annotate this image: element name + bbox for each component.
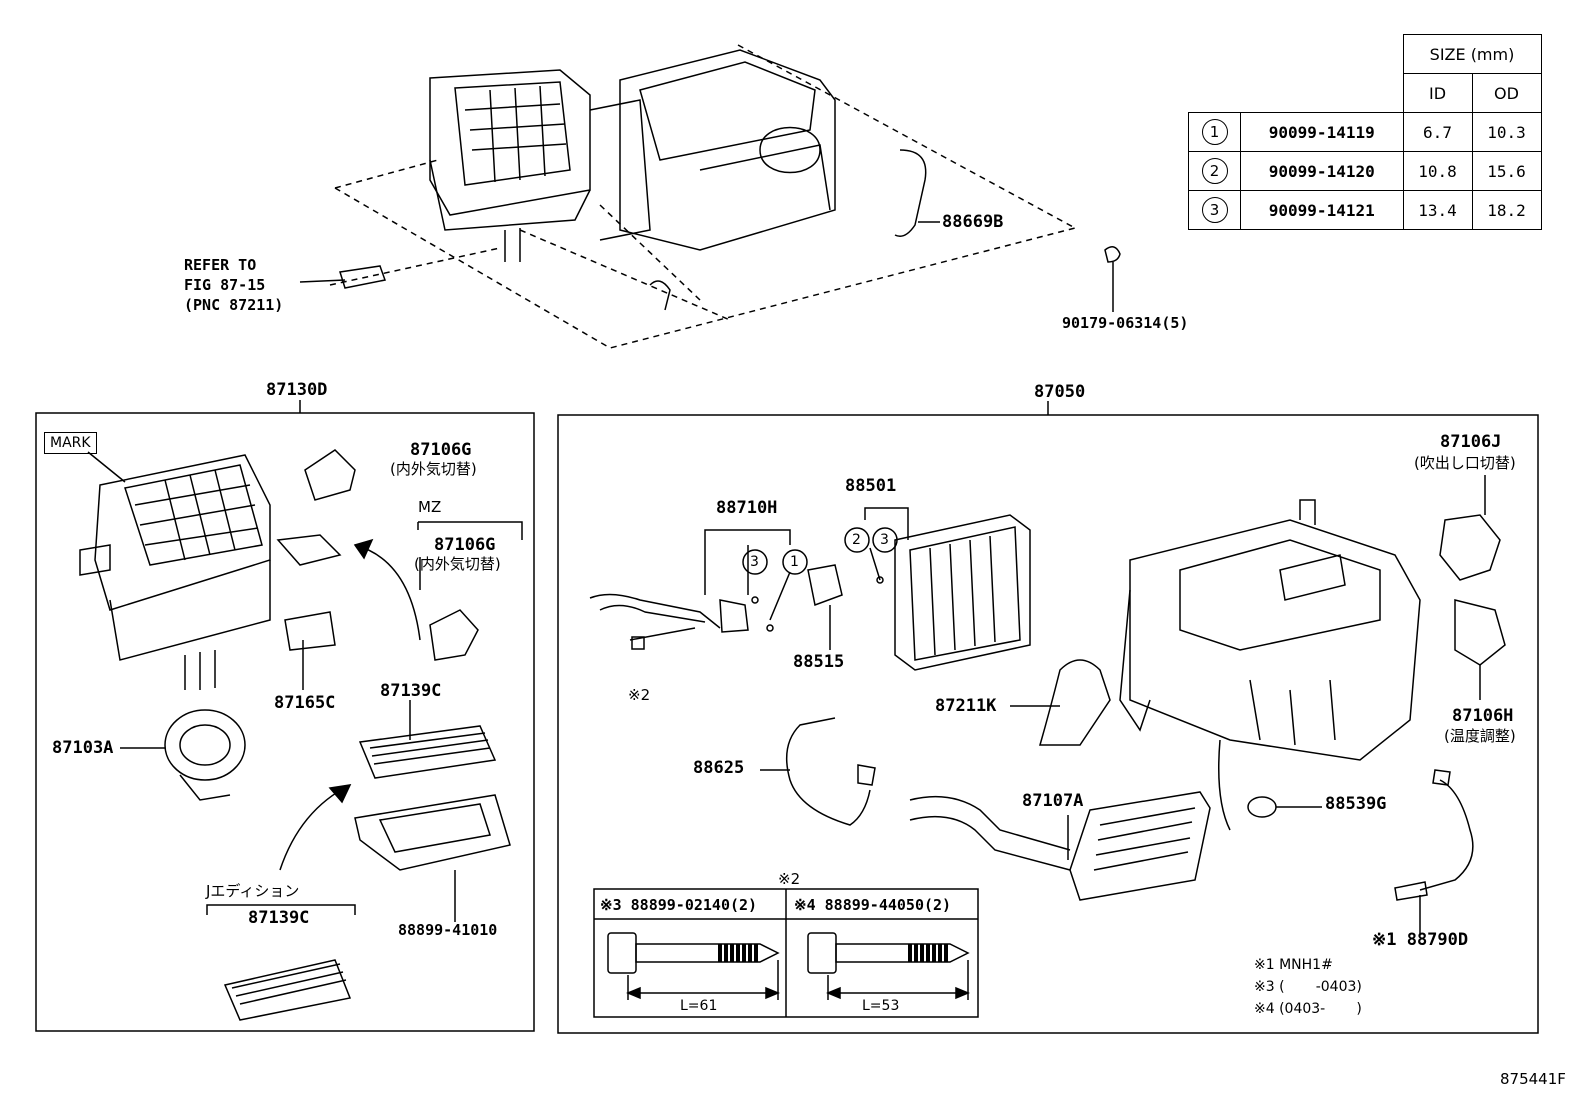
row-mark: 3 bbox=[1201, 197, 1228, 223]
table-row: 2 90099-14120 10.8 15.6 bbox=[1188, 151, 1542, 191]
row-id: 10.8 bbox=[1402, 151, 1473, 191]
circle-mark-1: 1 bbox=[790, 554, 799, 570]
part-90179-06314: 90179-06314(5) bbox=[1062, 314, 1189, 332]
left-panel-title: 87130D bbox=[266, 380, 328, 400]
left-blower-case bbox=[79, 451, 342, 690]
top-assembly-outline bbox=[329, 44, 1076, 349]
circle-mark-3b: 3 bbox=[880, 532, 889, 548]
part-87103A: 87103A bbox=[52, 738, 114, 758]
refer-line-3: (PNC 87211) bbox=[184, 296, 284, 314]
part-88625: 88625 bbox=[693, 758, 745, 778]
note-1: ※1 MNH1# bbox=[1254, 957, 1333, 973]
part-87106H-sub: (温度調整) bbox=[1444, 727, 1516, 745]
row-mark: 2 bbox=[1201, 158, 1228, 184]
mz-label: MZ bbox=[418, 498, 442, 516]
part-88539G: 88539G bbox=[1325, 794, 1387, 814]
size-table: SIZE (mm) ID OD 1 90099-14119 6.7 10.3 2… bbox=[1188, 34, 1542, 230]
part-88501: 88501 bbox=[845, 476, 897, 496]
row-part: 90099-14121 bbox=[1240, 190, 1404, 230]
circle-mark-2: 2 bbox=[852, 532, 861, 548]
bolt-2-length: L=53 bbox=[862, 998, 900, 1014]
top-hvac-unit bbox=[339, 49, 1121, 311]
bolt-1-length: L=61 bbox=[680, 998, 718, 1014]
row-od: 18.2 bbox=[1471, 190, 1542, 230]
row-mark: 1 bbox=[1201, 119, 1228, 145]
bolt-1-label: ※3 88899-02140(2) bbox=[600, 896, 758, 914]
part-87106H: 87106H bbox=[1452, 706, 1514, 726]
figure-id: 875441F bbox=[1500, 1070, 1566, 1088]
table-row: 3 90099-14121 13.4 18.2 bbox=[1188, 190, 1542, 230]
right-components bbox=[589, 475, 1506, 935]
part-88710H: 88710H bbox=[716, 498, 778, 518]
part-88790D: ※1 88790D bbox=[1372, 930, 1469, 950]
part-87139C-a: 87139C bbox=[380, 681, 442, 701]
part-88669B: 88669B bbox=[942, 212, 1004, 232]
refer-line-2: FIG 87-15 bbox=[184, 276, 266, 294]
row-od: 15.6 bbox=[1471, 151, 1542, 191]
col-od: OD bbox=[1471, 73, 1542, 113]
part-87211K: 87211K bbox=[935, 696, 997, 716]
part-87106J: 87106J bbox=[1440, 432, 1502, 452]
left-components bbox=[120, 449, 523, 1021]
refer-line-1: REFER TO bbox=[184, 256, 257, 274]
mark-label: MARK bbox=[44, 432, 97, 454]
row-id: 13.4 bbox=[1402, 190, 1473, 230]
part-88515: 88515 bbox=[793, 652, 845, 672]
part-87139C-b: 87139C bbox=[248, 908, 310, 928]
left-panel-frame bbox=[35, 412, 535, 1032]
top-leaders bbox=[299, 221, 1114, 312]
j-edition-label: Jエディション bbox=[206, 882, 300, 900]
bolt-2-label: ※4 88899-44050(2) bbox=[794, 896, 952, 914]
part-88899-41010: 88899-41010 bbox=[398, 921, 498, 939]
circle-mark-rings bbox=[742, 527, 898, 632]
note-2-marker: ※2 bbox=[628, 686, 651, 704]
note-4: ※4 (0403- ) bbox=[1254, 1001, 1362, 1017]
part-87106G-b-sub: (内外気切替) bbox=[414, 555, 501, 573]
row-part: 90099-14119 bbox=[1240, 112, 1404, 152]
row-od: 10.3 bbox=[1471, 112, 1542, 152]
right-panel-title: 87050 bbox=[1034, 382, 1086, 402]
note-3: ※3 ( -0403) bbox=[1254, 979, 1362, 995]
part-87106G-b: 87106G bbox=[434, 535, 496, 555]
size-header: SIZE (mm) bbox=[1402, 34, 1542, 74]
row-part: 90099-14120 bbox=[1240, 151, 1404, 191]
row-id: 6.7 bbox=[1402, 112, 1473, 152]
table-row: 1 90099-14119 6.7 10.3 bbox=[1188, 112, 1542, 152]
col-id: ID bbox=[1402, 73, 1473, 113]
part-87107A: 87107A bbox=[1022, 791, 1084, 811]
bolt-box-header: ※2 bbox=[778, 870, 801, 888]
part-87165C: 87165C bbox=[274, 693, 336, 713]
part-87106G-a: 87106G bbox=[410, 440, 472, 460]
bolt-spec-box bbox=[593, 888, 979, 1018]
circle-mark-3: 3 bbox=[750, 554, 759, 570]
part-87106J-sub: (吹出し口切替) bbox=[1414, 454, 1516, 472]
part-87106G-a-sub: (内外気切替) bbox=[390, 460, 477, 478]
